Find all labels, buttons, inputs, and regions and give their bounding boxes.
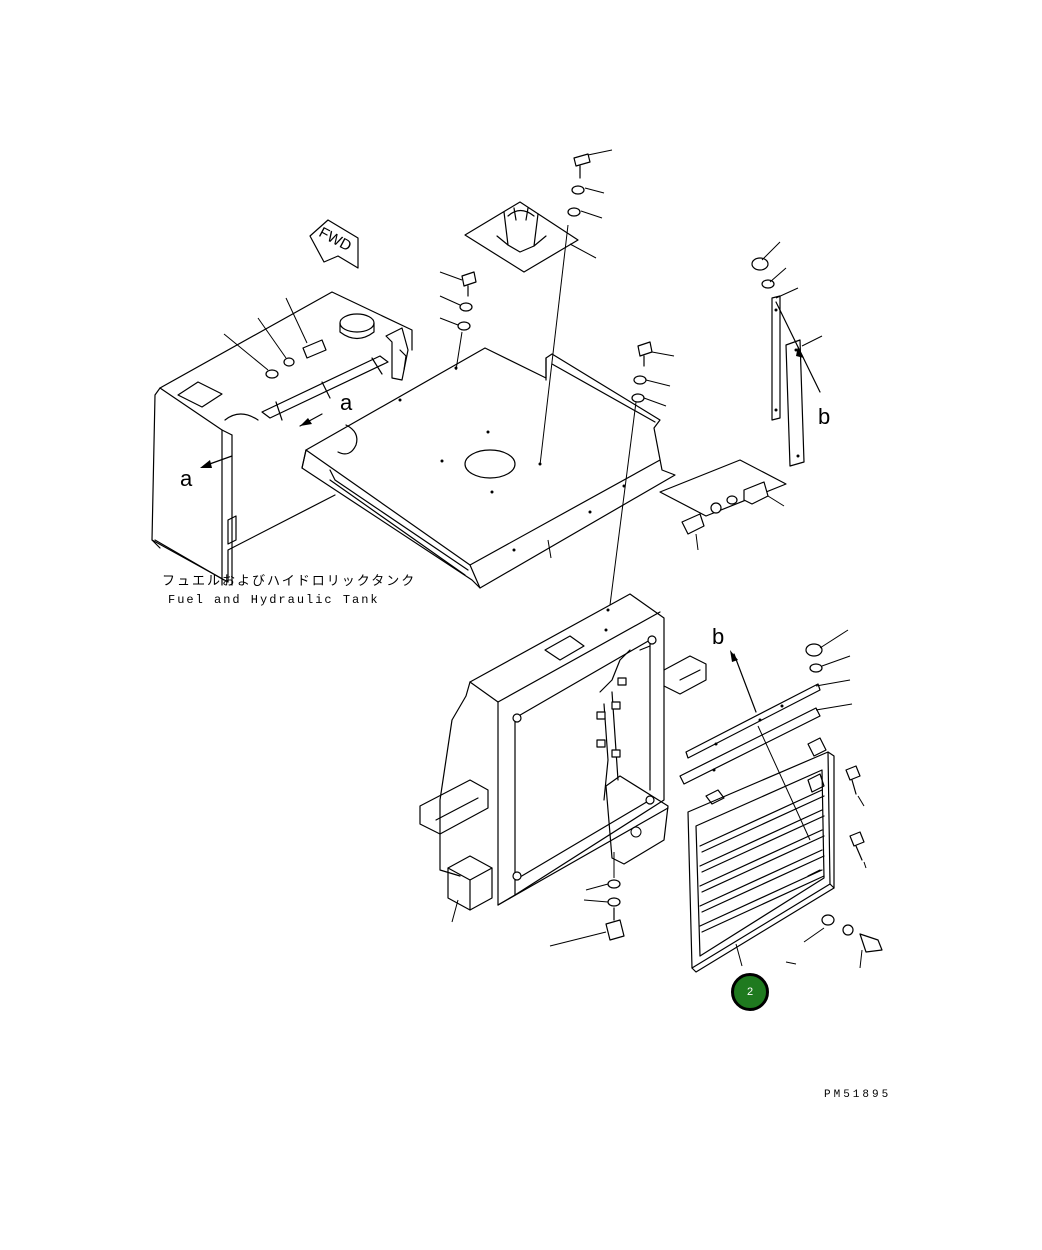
view-arrow-a-left	[200, 455, 233, 468]
radiator-frame	[419, 593, 707, 923]
view-ref-a-left: a	[180, 466, 193, 491]
floor-plate	[299, 347, 676, 589]
callout-number: 2	[746, 986, 754, 998]
side-bracket	[659, 459, 787, 551]
fwd-arrow-icon	[309, 219, 359, 269]
strip-b-upper	[751, 241, 823, 467]
drawing-code: PM51895	[824, 1089, 892, 1101]
view-ref-b-lower: b	[712, 624, 725, 649]
fastener-stack-left	[439, 271, 477, 371]
view-ref-b-upper: b	[818, 404, 831, 429]
fastener-stack-bottom	[549, 852, 625, 947]
grille-guard	[679, 629, 883, 973]
fastener-stack-right	[609, 341, 675, 606]
callout-badge: 2	[731, 973, 769, 1011]
tank-label-jp: フュエルおよびハイドロリックタンク	[162, 573, 417, 588]
seat-mount	[464, 149, 613, 466]
tank-label-en: Fuel and Hydraulic Tank	[168, 593, 380, 607]
fuel-hydraulic-tank	[151, 291, 413, 586]
view-ref-a-upper: a	[340, 390, 353, 415]
